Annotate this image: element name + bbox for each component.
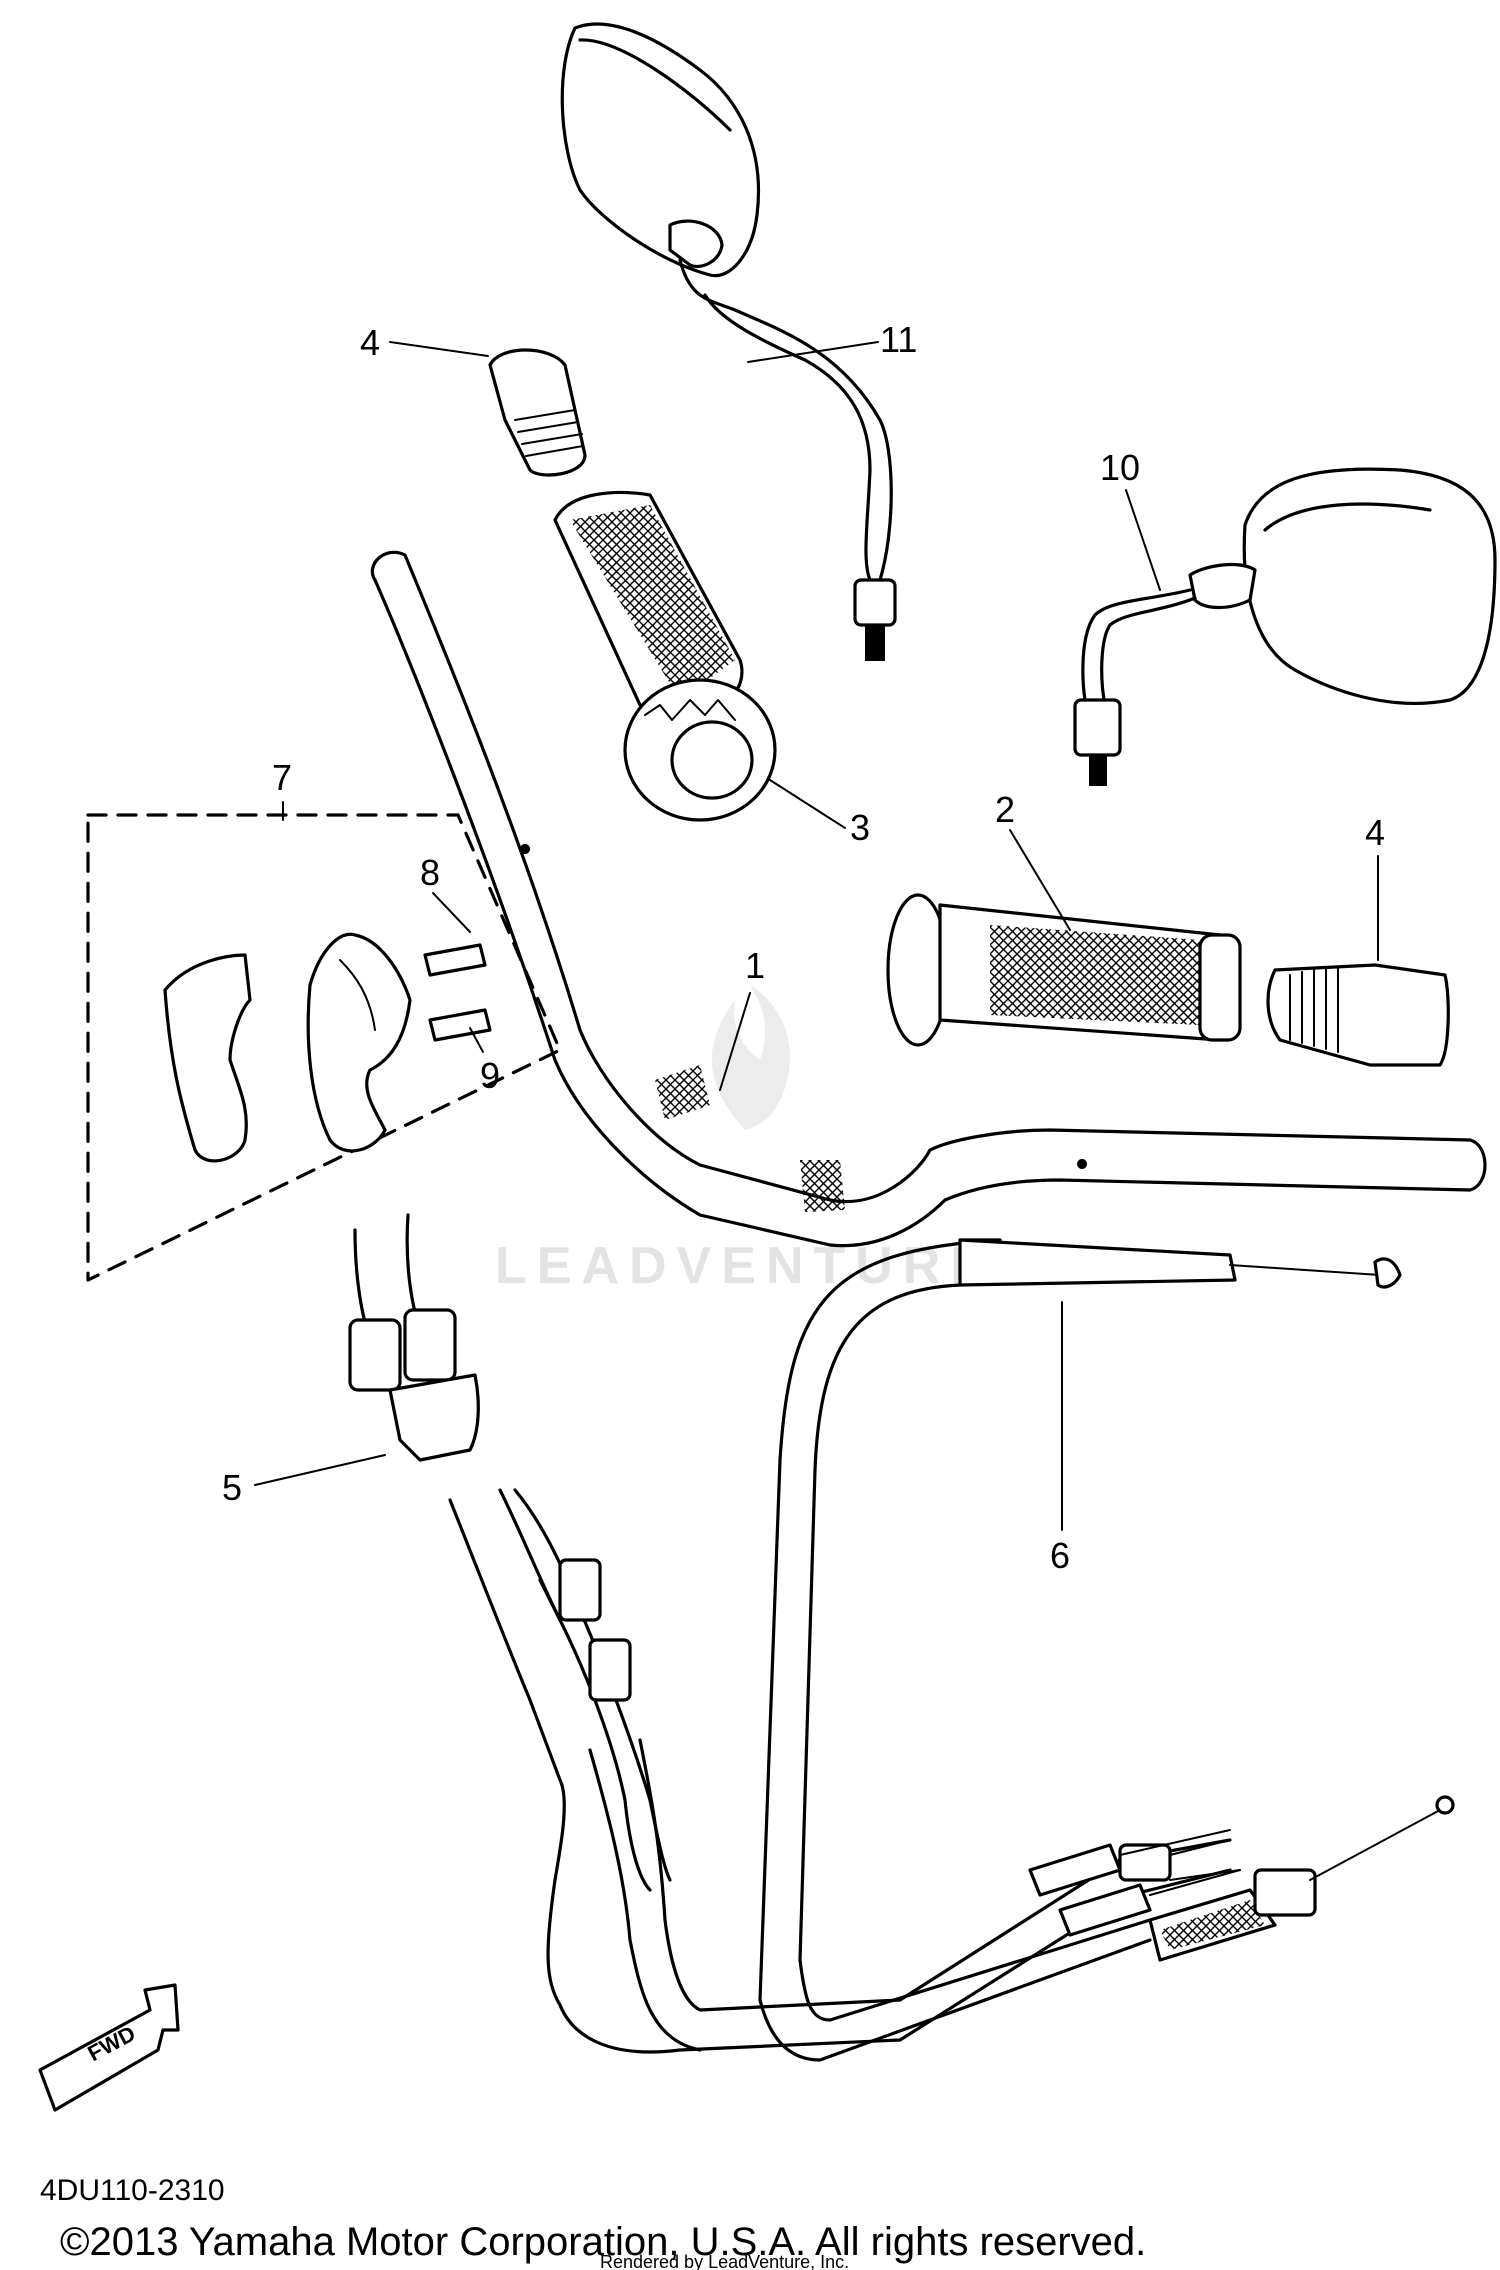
part-5-cable-ends[interactable] [1028,1829,1241,1937]
callout-4-right: 4 [1365,812,1385,853]
part-7-lever-holder-group[interactable] [86,813,562,1282]
watermark: LEADVENTURE [495,985,995,1295]
diagram-code: 4DU110-2310 [40,2174,225,2207]
callouts: 11 10 4 3 2 4 1 7 8 9 5 6 [222,319,1385,1576]
part-6-clutch-cable[interactable] [758,1238,1455,2062]
callout-6: 6 [1050,1535,1070,1576]
part-4-bar-end-weight-top[interactable] [488,348,587,477]
part-3-throttle-grip[interactable] [553,490,777,822]
part-4-bar-end-weight-right[interactable] [1266,963,1450,1067]
callout-5: 5 [222,1467,242,1508]
callout-3: 3 [850,807,870,848]
callout-8: 8 [420,852,440,893]
callout-9: 9 [480,1055,500,1096]
fwd-arrow-icon: FWD [38,1983,180,2112]
watermark-text: LEADVENTURE [495,1237,995,1295]
rendered-by-text: Rendered by LeadVenture, Inc. [600,2252,849,2270]
callout-10: 10 [1100,447,1140,488]
part-11-mirror-left[interactable] [560,22,897,661]
part-2-left-grip[interactable] [886,893,1242,1047]
copyright-text: ©2013 Yamaha Motor Corporation, U.S.A. A… [60,2220,1146,2264]
part-1-handlebar[interactable] [370,550,1487,1248]
callout-4-top: 4 [360,322,380,363]
callout-1: 1 [745,945,765,986]
callout-11: 11 [880,319,917,360]
part-5-throttle-cables[interactable] [348,1213,1241,2054]
leader-lines [254,341,1379,1531]
callout-2: 2 [995,789,1015,830]
part-10-mirror-right[interactable] [1073,467,1497,786]
leadventure-flame-icon [711,985,790,1130]
callout-7: 7 [272,757,292,798]
